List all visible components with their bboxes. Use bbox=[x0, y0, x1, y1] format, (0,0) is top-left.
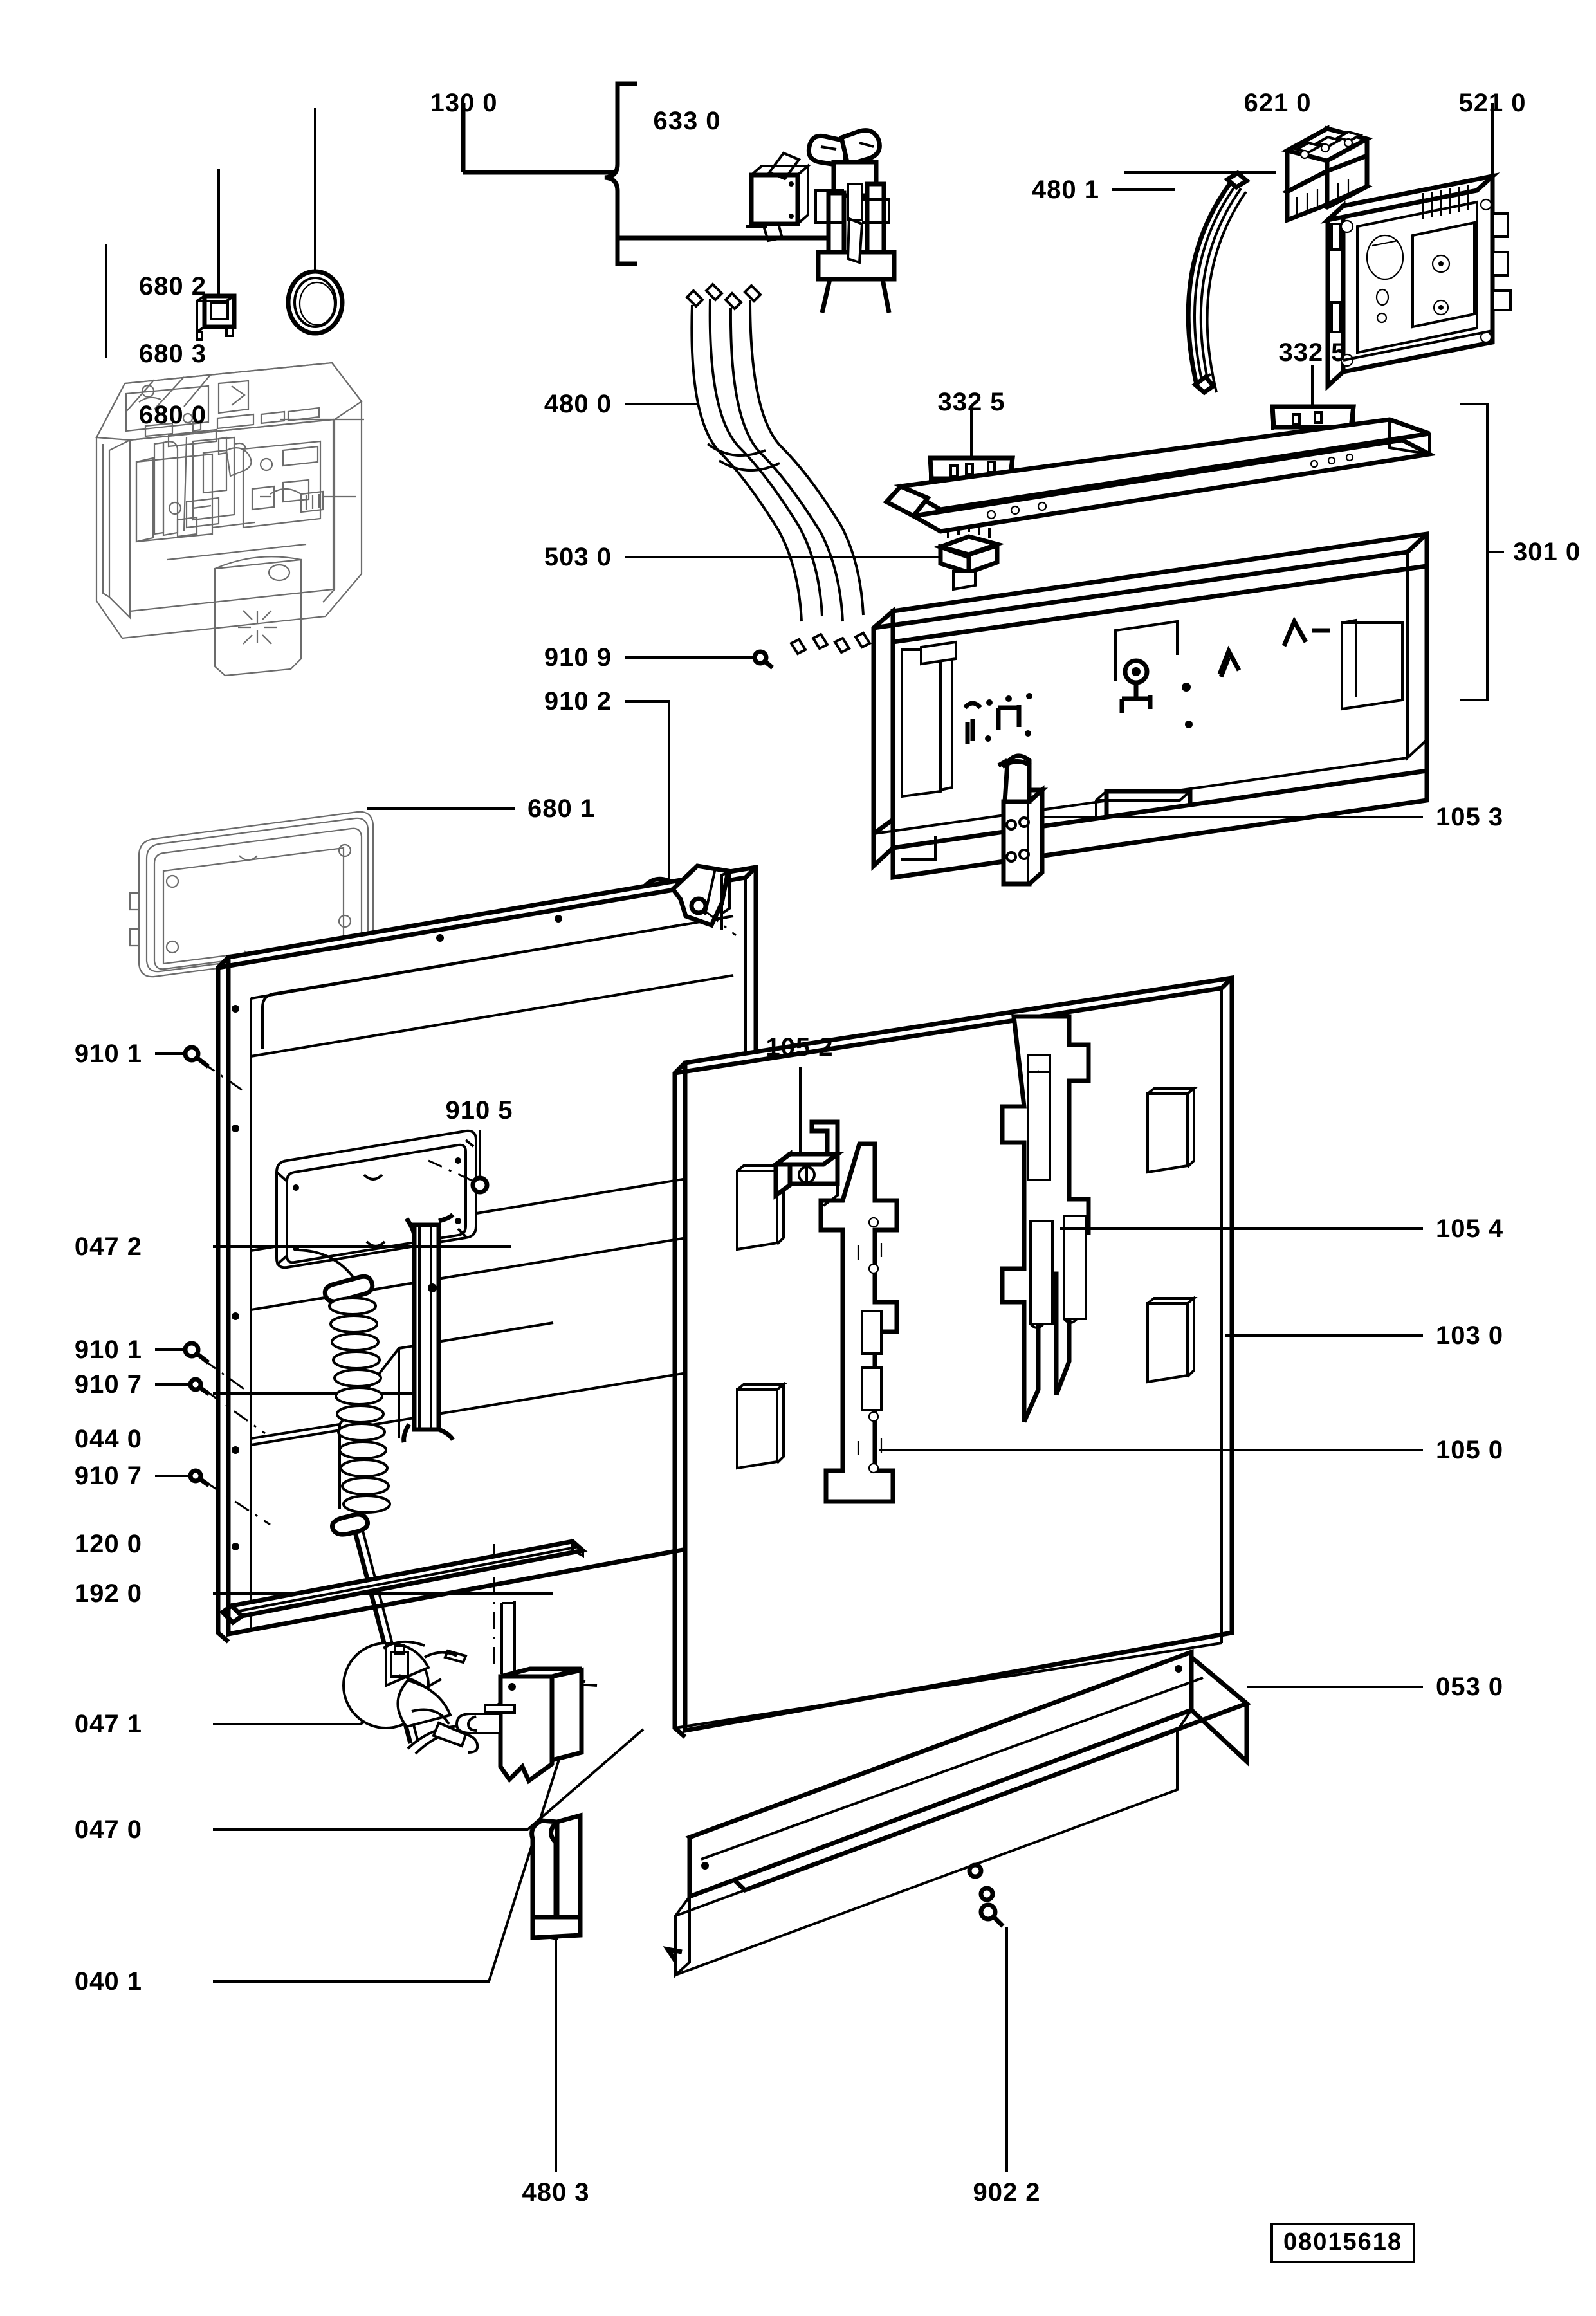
label-910-1-upper: 910 1 bbox=[74, 1040, 142, 1068]
screw-910-7-upper bbox=[155, 1377, 266, 1435]
part-clip-332-5-left bbox=[928, 405, 1015, 481]
screw-910-5 bbox=[428, 1130, 490, 1195]
label-301-0: 301 0 bbox=[1513, 538, 1581, 566]
label-902-2: 902 2 bbox=[973, 2178, 1041, 2207]
label-910-7-upper: 910 7 bbox=[74, 1370, 142, 1399]
label-103-0: 103 0 bbox=[1436, 1321, 1504, 1350]
label-480-3: 480 3 bbox=[522, 2178, 590, 2207]
label-910-9: 910 9 bbox=[544, 643, 612, 672]
label-621-0: 621 0 bbox=[1243, 89, 1312, 117]
part-screw-902-2 bbox=[967, 1862, 1008, 2172]
label-047-2: 047 2 bbox=[74, 1233, 142, 1261]
label-680-0: 680 0 bbox=[138, 401, 206, 429]
part-control-panel-301-0 bbox=[871, 403, 1504, 881]
part-balance-spring-047-2 bbox=[213, 1245, 511, 1537]
label-105-0: 105 0 bbox=[1436, 1436, 1504, 1464]
label-192-0: 192 0 bbox=[74, 1579, 142, 1608]
part-relay-block-621-0 bbox=[1124, 125, 1373, 224]
label-910-5: 910 5 bbox=[445, 1096, 513, 1125]
label-910-2: 910 2 bbox=[544, 687, 612, 715]
part-hinge-plate-040-1 bbox=[213, 1544, 584, 1983]
part-clip-332-5-right bbox=[1270, 365, 1356, 430]
label-480-1: 480 1 bbox=[1031, 176, 1099, 204]
part-retaining-clip-680-3 bbox=[196, 169, 237, 341]
label-105-4: 105 4 bbox=[1436, 1215, 1504, 1243]
label-680-3: 680 3 bbox=[138, 340, 206, 368]
part-micro-switch-633-0 bbox=[746, 151, 812, 243]
part-door-latch-assembly bbox=[806, 128, 897, 313]
label-503-0: 503 0 bbox=[544, 543, 612, 571]
label-105-2: 105 2 bbox=[766, 1033, 834, 1062]
label-332-5-right: 332 5 bbox=[1278, 338, 1346, 367]
part-hinge-bracket-105-3 bbox=[997, 753, 1423, 887]
star-icon bbox=[238, 610, 277, 645]
label-521-0: 521 0 bbox=[1458, 89, 1527, 117]
part-seal-ring-680-2 bbox=[286, 108, 345, 336]
label-680-2: 680 2 bbox=[138, 272, 206, 300]
label-480-0: 480 0 bbox=[544, 390, 612, 418]
label-044-0: 044 0 bbox=[74, 1425, 142, 1453]
group-bracket-130-0 bbox=[461, 81, 836, 266]
part-latch-catch-105-2 bbox=[769, 1067, 845, 1207]
part-kick-plate-053-0 bbox=[663, 1648, 1423, 1978]
label-680-1: 680 1 bbox=[527, 795, 596, 823]
part-screw-910-9 bbox=[625, 649, 775, 670]
screw-910-7-lower bbox=[155, 1468, 271, 1526]
label-047-1: 047 1 bbox=[74, 1710, 142, 1738]
part-control-module-521-0 bbox=[1320, 103, 1512, 391]
label-130-0: 130 0 bbox=[430, 89, 498, 117]
part-pulley-wheel-047-1 bbox=[213, 1640, 479, 1754]
label-120-0: 120 0 bbox=[74, 1530, 142, 1558]
screw-910-1-lower bbox=[155, 1341, 258, 1400]
label-040-1: 040 1 bbox=[74, 1967, 142, 1996]
label-910-7-lower: 910 7 bbox=[74, 1462, 142, 1490]
part-wiring-harness-480-0 bbox=[625, 282, 872, 656]
part-spring-guide-rail-044-0 bbox=[213, 1213, 455, 1443]
part-upper-rail-105-4 bbox=[1000, 1014, 1091, 1423]
part-cable-clip-503-0 bbox=[625, 522, 1005, 591]
label-053-0: 053 0 bbox=[1436, 1673, 1504, 1701]
part-angle-bracket-480-3 bbox=[529, 1812, 583, 2172]
part-lower-rail-105-0 bbox=[818, 1141, 899, 1504]
label-105-3: 105 3 bbox=[1436, 803, 1504, 831]
part-inner-door-panel-103-0 bbox=[672, 975, 1234, 1739]
part-trim-strip-192-0 bbox=[213, 1538, 588, 1626]
part-dispenser-680-0 bbox=[95, 244, 364, 677]
label-910-1-lower: 910 1 bbox=[74, 1336, 142, 1364]
label-332-5-left: 332 5 bbox=[937, 388, 1005, 416]
label-633-0: 633 0 bbox=[653, 107, 721, 135]
diagram-id-box: 08015618 bbox=[1270, 2223, 1416, 2263]
part-ribbon-harness-480-1 bbox=[1112, 170, 1251, 396]
screw-910-1-upper bbox=[155, 1045, 243, 1091]
label-047-0: 047 0 bbox=[74, 1815, 142, 1844]
